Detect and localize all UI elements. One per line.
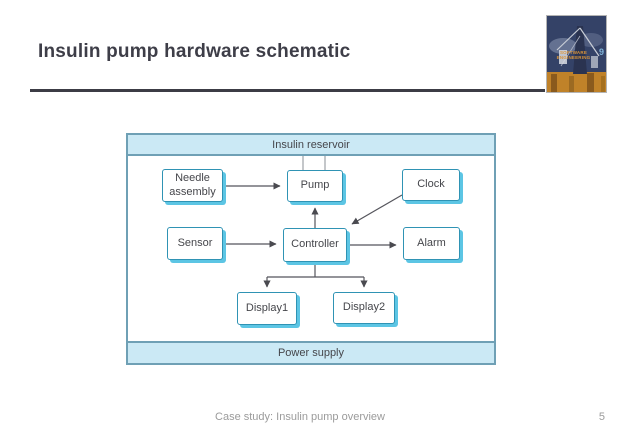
box-sensor: Sensor bbox=[167, 227, 223, 260]
footer-caption: Case study: Insulin pump overview bbox=[215, 411, 385, 423]
box-clock: Clock bbox=[402, 169, 460, 201]
box-sensor-label: Sensor bbox=[177, 236, 213, 249]
connection-arrows bbox=[224, 156, 403, 288]
book-title-text: SOFTWARE ENGINEERING bbox=[556, 50, 591, 60]
insulin-reservoir-label: Insulin reservoir bbox=[272, 138, 350, 151]
box-pump-label: Pump bbox=[300, 179, 330, 192]
box-alarm: Alarm bbox=[403, 227, 460, 260]
page-title: Insulin pump hardware schematic bbox=[38, 41, 351, 62]
box-pump: Pump bbox=[287, 170, 343, 202]
box-display2-label: Display2 bbox=[342, 301, 386, 314]
box-clock-label: Clock bbox=[417, 178, 445, 191]
box-display2: Display2 bbox=[333, 292, 395, 324]
box-display1-label: Display1 bbox=[245, 301, 289, 314]
box-controller: Controller bbox=[283, 228, 347, 262]
box-controller-label: Controller bbox=[291, 238, 339, 251]
page-number: 5 bbox=[598, 411, 605, 423]
power-supply-label: Power supply bbox=[277, 347, 345, 359]
crane-photo-illustration bbox=[547, 16, 606, 92]
edition-number-badge: 9 bbox=[598, 47, 604, 57]
title-underline bbox=[30, 89, 545, 92]
box-needle-assembly: Needle assembly bbox=[162, 169, 223, 202]
power-supply-bar: Power supply bbox=[128, 341, 494, 363]
box-alarm-label: Alarm bbox=[417, 236, 446, 249]
box-display1: Display1 bbox=[237, 292, 297, 325]
box-needle-assembly-label: Needle assembly bbox=[169, 171, 216, 198]
hardware-schematic-diagram: Insulin reservoir Power supply bbox=[126, 133, 496, 365]
book-cover-thumbnail: SOMMERVILLE SOFTWARE ENGINEERING 9 bbox=[546, 15, 607, 93]
insulin-reservoir-bar: Insulin reservoir bbox=[128, 135, 494, 156]
